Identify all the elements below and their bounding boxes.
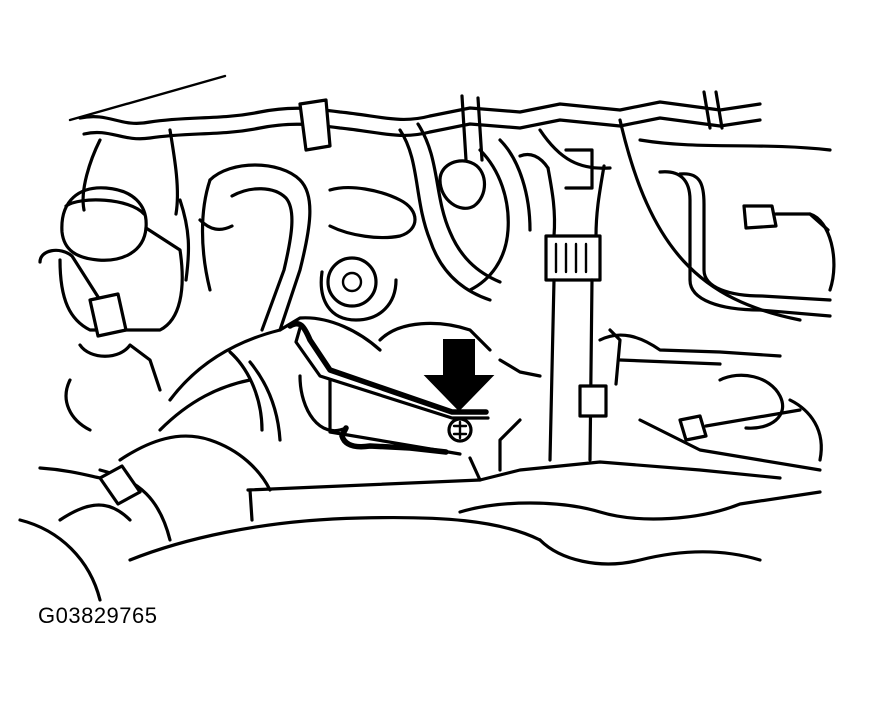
lower-engine-block: [18, 418, 822, 602]
brake-fluid-reservoir: [38, 186, 184, 432]
bolt-icon: [447, 417, 473, 443]
down-arrow-icon: [423, 339, 495, 412]
round-sensor-cap: [319, 256, 398, 322]
right-side-components: [498, 170, 836, 472]
hood-edge-line: [68, 74, 227, 122]
vertical-intake-column: [518, 148, 606, 462]
air-intake-duct: [38, 316, 382, 542]
figure-id-label: G03829765: [38, 603, 158, 628]
upper-wire-harness: [78, 90, 762, 162]
throttle-bracket: [287, 320, 492, 456]
center-hose-assembly: [328, 122, 532, 302]
radiator-hoses: [81, 128, 312, 332]
callout-arrow: [423, 339, 495, 412]
